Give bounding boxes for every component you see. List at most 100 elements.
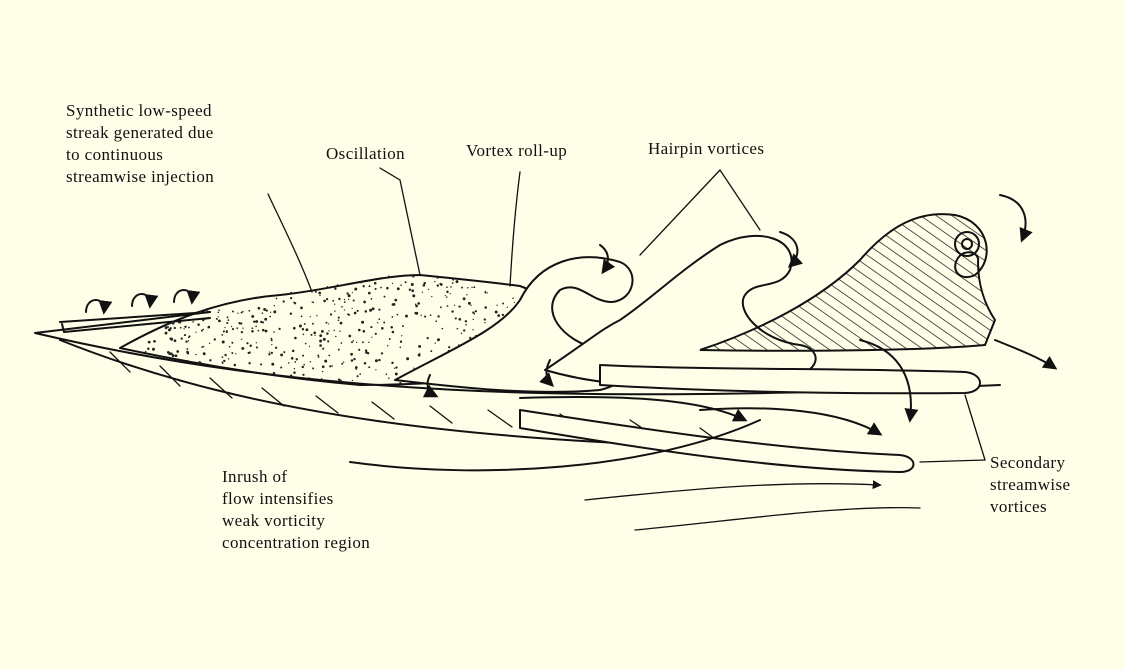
stipple-dot [326, 332, 329, 335]
stipple-dot [241, 310, 244, 313]
stipple-dot [368, 285, 371, 288]
label-inrush-line-4: concentration region [222, 533, 371, 552]
stipple-dot [497, 314, 501, 317]
stipple-dot [378, 318, 381, 321]
stipple-dot [427, 288, 430, 291]
stipple-dot [411, 289, 415, 293]
stipple-dot [257, 306, 261, 310]
stipple-dot [371, 336, 373, 338]
stipple-dot [355, 368, 357, 370]
stipple-dot [199, 310, 203, 314]
stipple-dot [399, 381, 402, 385]
label-secondary-line-1: Secondary [990, 453, 1066, 472]
stipple-dot [337, 316, 340, 319]
stipple-dot [337, 378, 341, 381]
stipple-dot [467, 286, 469, 289]
stipple-dot [270, 339, 273, 342]
label-vortex-rollup-text: Vortex roll-up [466, 141, 568, 160]
stipple-dot [238, 321, 241, 325]
stipple-dot [368, 341, 370, 344]
stipple-dot [386, 286, 389, 290]
stipple-dot [230, 325, 233, 328]
stipple-dot [221, 340, 225, 344]
stipple-dot [472, 329, 474, 331]
stipple-dot [374, 332, 377, 335]
stipple-dot [434, 342, 436, 344]
stipple-dot [273, 304, 276, 307]
stipple-dot [314, 334, 316, 336]
stipple-dot [213, 338, 216, 341]
stipple-dot [446, 296, 448, 298]
stipple-dot [348, 334, 352, 338]
stipple-dot [437, 315, 440, 318]
label-vortex-rollup: Vortex roll-up [466, 140, 567, 162]
stipple-dot [348, 298, 350, 300]
stipple-dot [231, 310, 234, 313]
stipple-dot [394, 372, 398, 376]
stipple-dot [302, 373, 305, 376]
stipple-dot [363, 300, 366, 304]
stipple-dot [209, 359, 212, 362]
stipple-dot [202, 352, 206, 356]
stipple-dot [440, 283, 443, 286]
stipple-dot [321, 377, 323, 380]
stipple-dot [321, 365, 325, 369]
stipple-dot [167, 328, 171, 332]
stipple-dot [269, 315, 271, 318]
stipple-dot [392, 303, 396, 306]
stipple-dot [380, 352, 384, 355]
stipple-dot [400, 284, 402, 287]
stipple-dot [473, 313, 476, 315]
stipple-dot [264, 317, 268, 321]
flow-arrows [349, 194, 1058, 531]
stipple-dot [426, 336, 429, 340]
stipple-dot [208, 342, 211, 345]
stipple-dot [340, 342, 343, 344]
stipple-dot [273, 310, 277, 314]
stipple-dot [484, 306, 487, 309]
stipple-dot [272, 371, 276, 375]
stipple-dot [180, 337, 183, 340]
stipple-dot [331, 365, 333, 367]
stipple-dot [289, 296, 293, 300]
stipple-dot [446, 305, 449, 307]
stipple-dot [396, 313, 399, 316]
stipple-dot [430, 350, 433, 353]
stipple-dot [316, 315, 318, 317]
stipple-dot [164, 326, 168, 330]
vortex-rollup-head [699, 213, 997, 352]
stipple-dot [472, 311, 475, 314]
stipple-dot [289, 374, 293, 377]
stipple-dot [317, 356, 320, 358]
stipple-dot [467, 301, 471, 305]
stipple-dot [186, 359, 189, 362]
stipple-dot [199, 361, 202, 364]
stipple-dot [446, 286, 448, 289]
stipple-dot [235, 353, 237, 355]
label-secondary-line-3: vortices [990, 497, 1048, 516]
stipple-dot [347, 313, 351, 316]
stipple-dot [147, 347, 150, 351]
stipple-dot [293, 326, 296, 330]
stipple-dot [338, 297, 341, 301]
stipple-dot [454, 317, 457, 320]
stipple-dot [324, 359, 328, 363]
stipple-dot [390, 325, 393, 329]
stipple-dot [302, 333, 305, 336]
stipple-dot [412, 275, 415, 278]
stipple-dot [303, 363, 305, 366]
stipple-dot [310, 333, 313, 336]
stipple-dot [167, 326, 169, 328]
stipple-dot [271, 343, 273, 346]
stipple-dot [404, 281, 407, 284]
stipple-dot [373, 281, 377, 285]
stipple-dot [360, 281, 363, 284]
stipple-dot [241, 346, 245, 350]
stipple-dot [394, 367, 396, 369]
stipple-dot [341, 305, 343, 308]
stipple-dot [341, 362, 344, 365]
stipple-dot [417, 353, 421, 357]
stipple-dot [420, 314, 422, 317]
label-inrush-line-3: weak vorticity [222, 511, 326, 530]
stipple-dot [391, 316, 394, 318]
